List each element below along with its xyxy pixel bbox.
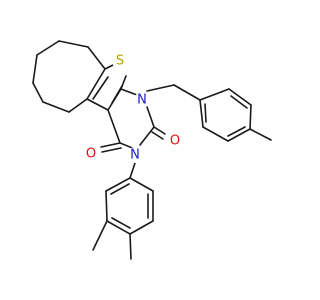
bond [120,88,138,96]
bond [58,40,89,48]
bond [120,75,127,90]
bond [32,82,44,103]
bond [86,68,106,100]
bond [151,131,164,140]
bond [139,126,155,146]
bond [110,183,130,195]
bond [146,106,155,128]
bond [153,126,166,135]
bond [129,220,154,235]
bond [36,40,60,56]
bond [105,177,131,192]
sulfur-atom-s1: S [112,53,128,69]
bond [146,84,175,92]
bond [129,233,132,260]
bond [227,126,246,137]
molecule-structure: S N N O O [32,40,272,260]
bond [106,220,131,235]
bond [202,126,229,142]
bond [199,99,204,128]
bond [249,128,272,141]
oxygen-atom-o2: O [83,146,99,162]
bond [228,88,252,106]
atom-label-n3: N [130,148,140,163]
bond [42,101,70,113]
atom-label-o1: O [170,134,180,149]
oxygen-atom-o1: O [167,133,183,149]
bond [107,109,121,144]
bond [87,46,106,70]
bond [92,220,108,251]
bond [249,104,252,130]
bond [104,64,114,70]
bond [92,76,109,100]
bond [227,128,251,142]
atom-label-n1: N [137,93,147,108]
nitrogen-atom-n1: N [134,92,150,108]
bond [204,103,207,123]
bond [105,190,108,222]
atom-labels: S N N O O [83,53,183,163]
nitrogen-atom-n3: N [127,147,143,163]
bond [100,142,121,148]
bond [101,147,122,153]
bonds [32,40,272,260]
bond [129,177,154,192]
bond [32,54,38,84]
bond [68,98,88,113]
bond [173,84,201,101]
bond [129,162,136,179]
bond [199,88,230,101]
atom-label-o2: O [86,147,96,162]
bond [230,95,248,109]
atom-label-s1: S [116,54,124,69]
bond [111,217,131,229]
bond [86,98,109,111]
